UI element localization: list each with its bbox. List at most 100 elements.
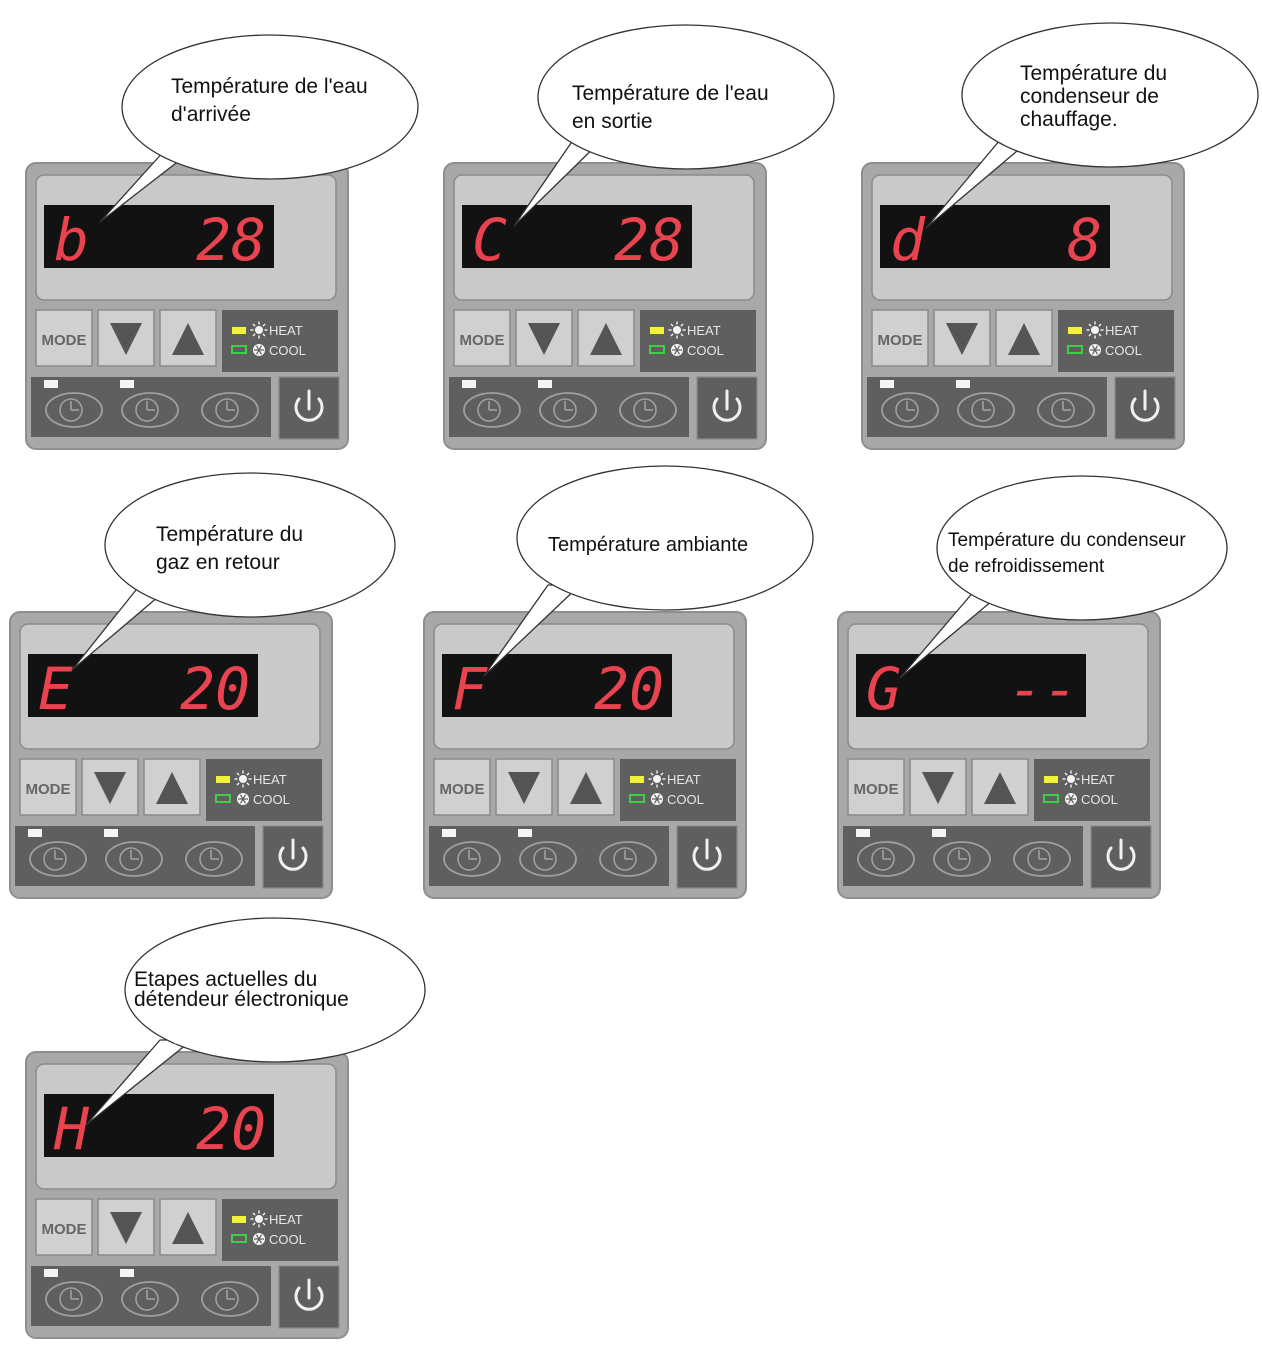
power-button[interactable]: [696, 376, 758, 440]
clock-icon: [119, 847, 143, 871]
up-button[interactable]: [159, 1198, 217, 1256]
cool-label: COOL: [687, 343, 724, 358]
cool-led: [231, 1234, 247, 1243]
sun-icon: [250, 321, 268, 339]
timer-off-button[interactable]: [105, 841, 163, 877]
triangle-down-icon: [94, 772, 126, 804]
down-button[interactable]: [97, 309, 155, 367]
heat-led: [1044, 776, 1058, 783]
clock-icon: [633, 398, 657, 422]
timer-off-button[interactable]: [957, 392, 1015, 428]
down-button[interactable]: [909, 758, 967, 816]
mode-button[interactable]: MODE: [871, 309, 929, 367]
down-button[interactable]: [933, 309, 991, 367]
down-button[interactable]: [515, 309, 573, 367]
power-button[interactable]: [1114, 376, 1176, 440]
clock-icon: [135, 1287, 159, 1311]
cool-led: [1043, 794, 1059, 803]
power-button[interactable]: [1090, 825, 1152, 889]
down-button[interactable]: [97, 1198, 155, 1256]
clock-icon: [971, 398, 995, 422]
clock-icon: [1027, 847, 1051, 871]
down-button[interactable]: [495, 758, 553, 816]
clock-button[interactable]: [1037, 392, 1095, 428]
mode-button[interactable]: MODE: [35, 1198, 93, 1256]
clock-icon: [477, 398, 501, 422]
power-icon: [1106, 838, 1136, 871]
triangle-up-icon: [590, 323, 622, 355]
mode-button[interactable]: MODE: [453, 309, 511, 367]
timer-on-button[interactable]: [45, 1281, 103, 1317]
bubble-body: [121, 34, 419, 180]
timer-strip: [15, 826, 255, 886]
clock-icon: [199, 847, 223, 871]
mode-button[interactable]: MODE: [433, 758, 491, 816]
up-button[interactable]: [159, 309, 217, 367]
timer-on-button[interactable]: [443, 841, 501, 877]
up-button[interactable]: [143, 758, 201, 816]
power-button[interactable]: [278, 1265, 340, 1329]
timer-on-button[interactable]: [45, 392, 103, 428]
speech-bubble: Température ambiante: [483, 465, 814, 677]
power-icon: [294, 1278, 324, 1311]
clock-icon: [895, 398, 919, 422]
timer-on-button[interactable]: [463, 392, 521, 428]
power-button[interactable]: [262, 825, 324, 889]
triangle-down-icon: [528, 323, 560, 355]
mode-button[interactable]: MODE: [35, 309, 93, 367]
bubble-label-line: chauffage.: [1020, 108, 1118, 131]
heat-led: [232, 327, 246, 334]
timer-strip: [867, 377, 1107, 437]
mode-label: MODE: [460, 332, 505, 349]
timer-on-button[interactable]: [857, 841, 915, 877]
clock-button[interactable]: [599, 841, 657, 877]
display-value: 20: [180, 655, 250, 723]
up-button[interactable]: [971, 758, 1029, 816]
timer-on-button[interactable]: [29, 841, 87, 877]
clock-button[interactable]: [185, 841, 243, 877]
display-value: --: [1008, 655, 1078, 723]
power-button[interactable]: [676, 825, 738, 889]
bubble-label-line: Température du: [156, 523, 303, 546]
mode-label: MODE: [42, 332, 87, 349]
bubble-label-line: Température ambiante: [548, 534, 748, 556]
indicator-box: [1034, 759, 1150, 821]
timer-off-button[interactable]: [121, 1281, 179, 1317]
triangle-up-icon: [156, 772, 188, 804]
down-button[interactable]: [81, 758, 139, 816]
clock-button[interactable]: [201, 392, 259, 428]
power-button[interactable]: [278, 376, 340, 440]
clock-button[interactable]: [619, 392, 677, 428]
snowflake-icon: [253, 1233, 265, 1245]
triangle-up-icon: [984, 772, 1016, 804]
display-code: F: [452, 655, 488, 723]
up-button[interactable]: [557, 758, 615, 816]
clock-button[interactable]: [1013, 841, 1071, 877]
mode-button[interactable]: MODE: [19, 758, 77, 816]
power-icon: [1130, 389, 1160, 422]
triangle-up-icon: [172, 1212, 204, 1244]
timer-on-led: [44, 1269, 58, 1277]
display-value: 8: [1067, 206, 1102, 274]
timer-off-button[interactable]: [539, 392, 597, 428]
timer-off-button[interactable]: [519, 841, 577, 877]
timer-off-led: [120, 380, 134, 388]
timer-off-button[interactable]: [933, 841, 991, 877]
mode-label: MODE: [42, 1221, 87, 1238]
timer-off-button[interactable]: [121, 392, 179, 428]
mode-button[interactable]: MODE: [847, 758, 905, 816]
up-button[interactable]: [995, 309, 1053, 367]
timer-off-led: [104, 829, 118, 837]
timer-on-led: [44, 380, 58, 388]
timer-on-button[interactable]: [881, 392, 939, 428]
up-button[interactable]: [577, 309, 635, 367]
clock-icon: [553, 398, 577, 422]
clock-button[interactable]: [201, 1281, 259, 1317]
indicator-box: [640, 310, 756, 372]
bubble-body: [936, 475, 1228, 621]
